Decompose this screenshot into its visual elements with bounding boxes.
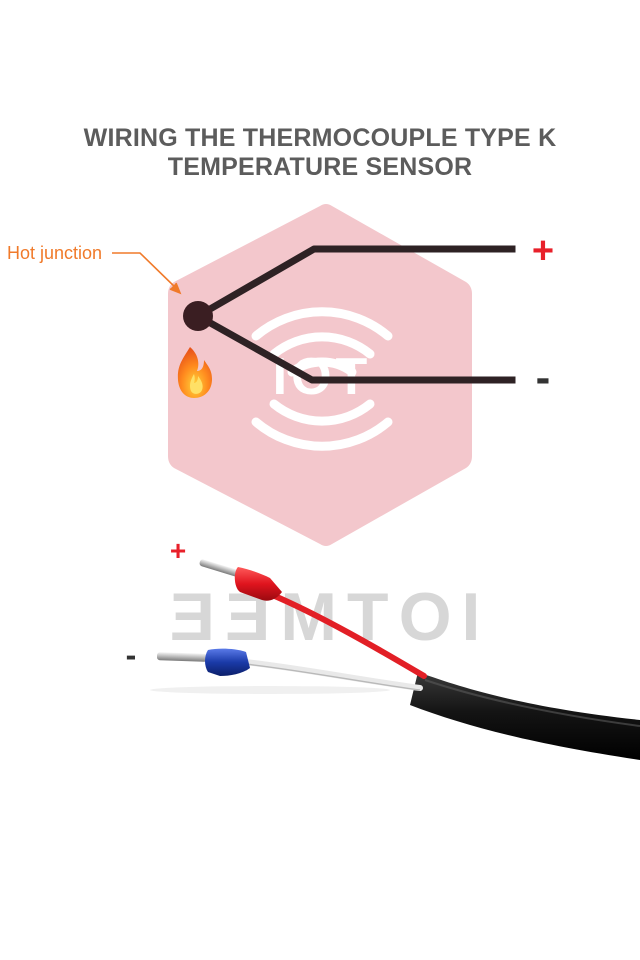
diagram-negative-symbol: - [536, 353, 551, 402]
photo-negative-symbol: - [126, 637, 137, 673]
thermocouple-wires [193, 245, 516, 384]
hot-junction-label: Hot junction [7, 243, 102, 263]
title-line-1: WIRING THE THERMOCOUPLE TYPE K [83, 124, 557, 152]
positive-pin [199, 559, 243, 578]
iot-logo-watermark: IOT [168, 204, 472, 546]
positive-wire [193, 245, 516, 321]
wifi-waves-icon [251, 307, 393, 451]
title-line-2: TEMPERATURE SENSOR [167, 153, 473, 181]
photo-positive-symbol: + [170, 535, 186, 566]
thermocouple-cable-photo: IOTMEE + - [126, 535, 640, 760]
red-wire [267, 591, 427, 679]
hot-junction-arrow [112, 252, 182, 295]
diagram-positive-symbol: + [532, 230, 554, 272]
blue-ferrule [205, 648, 250, 676]
black-cable [410, 672, 640, 760]
red-ferrule [234, 567, 282, 601]
negative-pin [156, 652, 208, 662]
white-wire [242, 659, 423, 691]
flame-icon [177, 347, 212, 398]
hot-junction-dot [183, 301, 213, 331]
diagram-title: WIRING THE THERMOCOUPLE TYPE K TEMPERATU… [0, 124, 640, 182]
negative-wire [193, 311, 516, 384]
